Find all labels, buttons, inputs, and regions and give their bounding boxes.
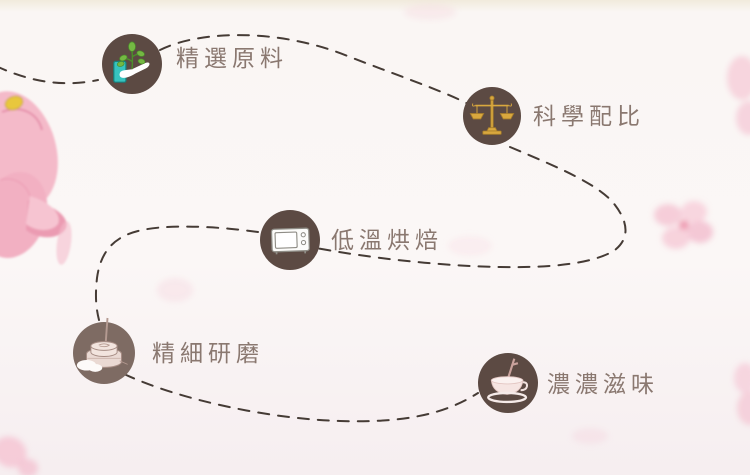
step-label-ingredients: 精選原料 [176, 46, 288, 72]
route-segment-1-2 [159, 34, 471, 106]
scattered-petals [0, 4, 750, 475]
route-segment-2-3 [315, 146, 627, 269]
route-segment-3-4 [94, 225, 259, 321]
large-pink-flower [0, 91, 72, 265]
balance-scale-icon [469, 95, 515, 135]
hand-sprout-icon [113, 41, 150, 83]
step-circle-flavor [478, 353, 538, 413]
teacup-icon [487, 358, 529, 404]
route-segment-4-5 [123, 373, 479, 423]
step-label-flavor: 濃濃滋味 [547, 372, 659, 398]
right-flower [654, 201, 713, 249]
step-circle-grinding [73, 317, 135, 384]
step-label-baking: 低溫烘焙 [331, 228, 443, 254]
oven-icon [270, 227, 311, 255]
route-segment-start [0, 66, 99, 85]
step-label-ratio: 科學配比 [533, 104, 645, 130]
grinder-icon [76, 317, 128, 372]
step-label-grinding: 精細研磨 [152, 341, 264, 367]
step-circle-baking [260, 210, 320, 270]
step-circle-ingredients [102, 34, 162, 94]
step-circle-ratio [463, 87, 521, 145]
